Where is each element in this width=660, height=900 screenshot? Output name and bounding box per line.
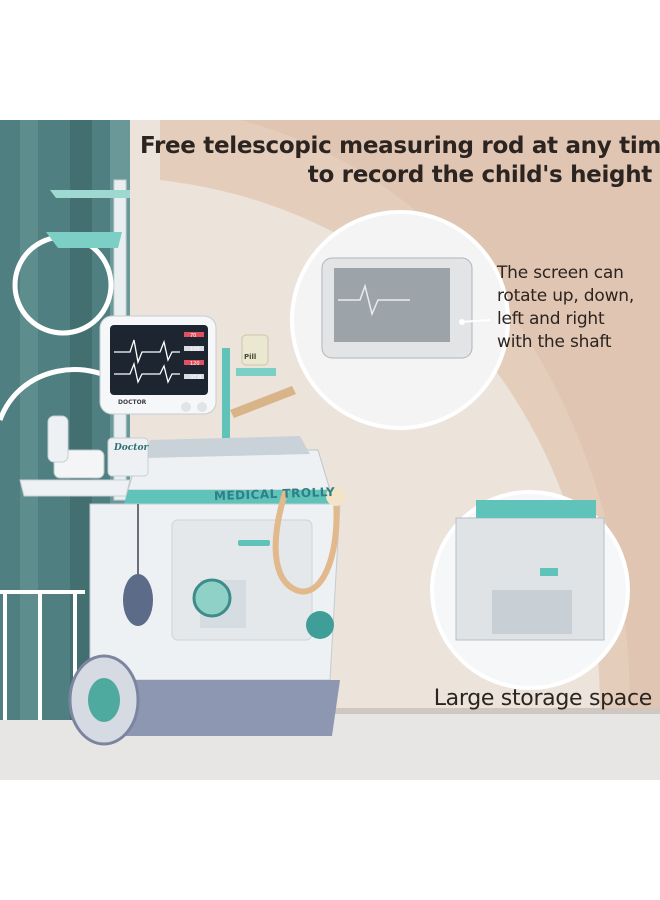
pressure-bulb [123, 574, 153, 626]
zoom-handle [540, 568, 558, 576]
side-unit-label: Doctor [114, 443, 149, 453]
monitor-readout: 37.8 [190, 375, 201, 381]
reflex-hammer [230, 386, 296, 418]
door-handle [238, 540, 270, 546]
monitor-pole [222, 348, 230, 458]
readout-bar [184, 374, 204, 379]
curtain-fold [70, 120, 92, 720]
height-arm [50, 190, 130, 198]
pill-bottle-label: Pill [244, 353, 257, 361]
screen-rotation-caption: The screen can rotate up, down, left and… [497, 262, 657, 354]
ecg-line [114, 361, 180, 384]
stethoscope-tube [272, 489, 340, 595]
monitor-brand-label: DOCTOR [118, 399, 147, 406]
tool-shelf [236, 368, 276, 376]
product-photo: 70 100 120 37.8 [0, 120, 660, 780]
stethoscope-ear [326, 486, 346, 506]
readout-bar [184, 346, 204, 351]
pointer-dot [459, 319, 465, 325]
pill-bottle [241, 334, 269, 366]
monitor-readout: 70 [190, 333, 196, 339]
side-panel [107, 437, 149, 477]
monitor-readout: 120 [190, 361, 200, 367]
zoom-sticker [492, 590, 572, 634]
monitor-readout: 100 [190, 347, 200, 353]
caption-line: with the shaft [497, 332, 612, 352]
monitor-button [181, 402, 191, 412]
caption-line: The screen can [497, 263, 624, 283]
side-tray [19, 479, 131, 497]
railing [0, 590, 85, 720]
caption-line: left and right [497, 309, 605, 329]
curtain-fold [20, 120, 38, 720]
headline-line-2: to record the child's height [307, 162, 653, 188]
zoom-ecg [338, 283, 410, 317]
stethoscope-head [306, 611, 334, 639]
caption-line: rotate up, down, [497, 286, 635, 306]
pointer-line [459, 319, 491, 323]
photo-illustration: 70 100 120 37.8 [0, 120, 660, 780]
trolley-base [80, 680, 340, 736]
headline-line-1: Free telescopic measuring rod at any tim… [140, 133, 660, 159]
ecg-line [114, 339, 180, 365]
sanitizer-bottle [47, 415, 69, 463]
pressure-gauge [192, 578, 232, 618]
readout-bar [184, 332, 204, 337]
arch-shadow [240, 120, 660, 710]
rod-tray [46, 232, 122, 248]
monitor-button [197, 402, 207, 412]
zoom-monitor-screen [334, 268, 450, 342]
tools-tray [146, 436, 310, 458]
wheel-hub [88, 678, 120, 722]
zoom-trolley-band [476, 500, 596, 518]
readout-bar [184, 360, 204, 365]
storage-caption: Large storage space [433, 686, 653, 711]
